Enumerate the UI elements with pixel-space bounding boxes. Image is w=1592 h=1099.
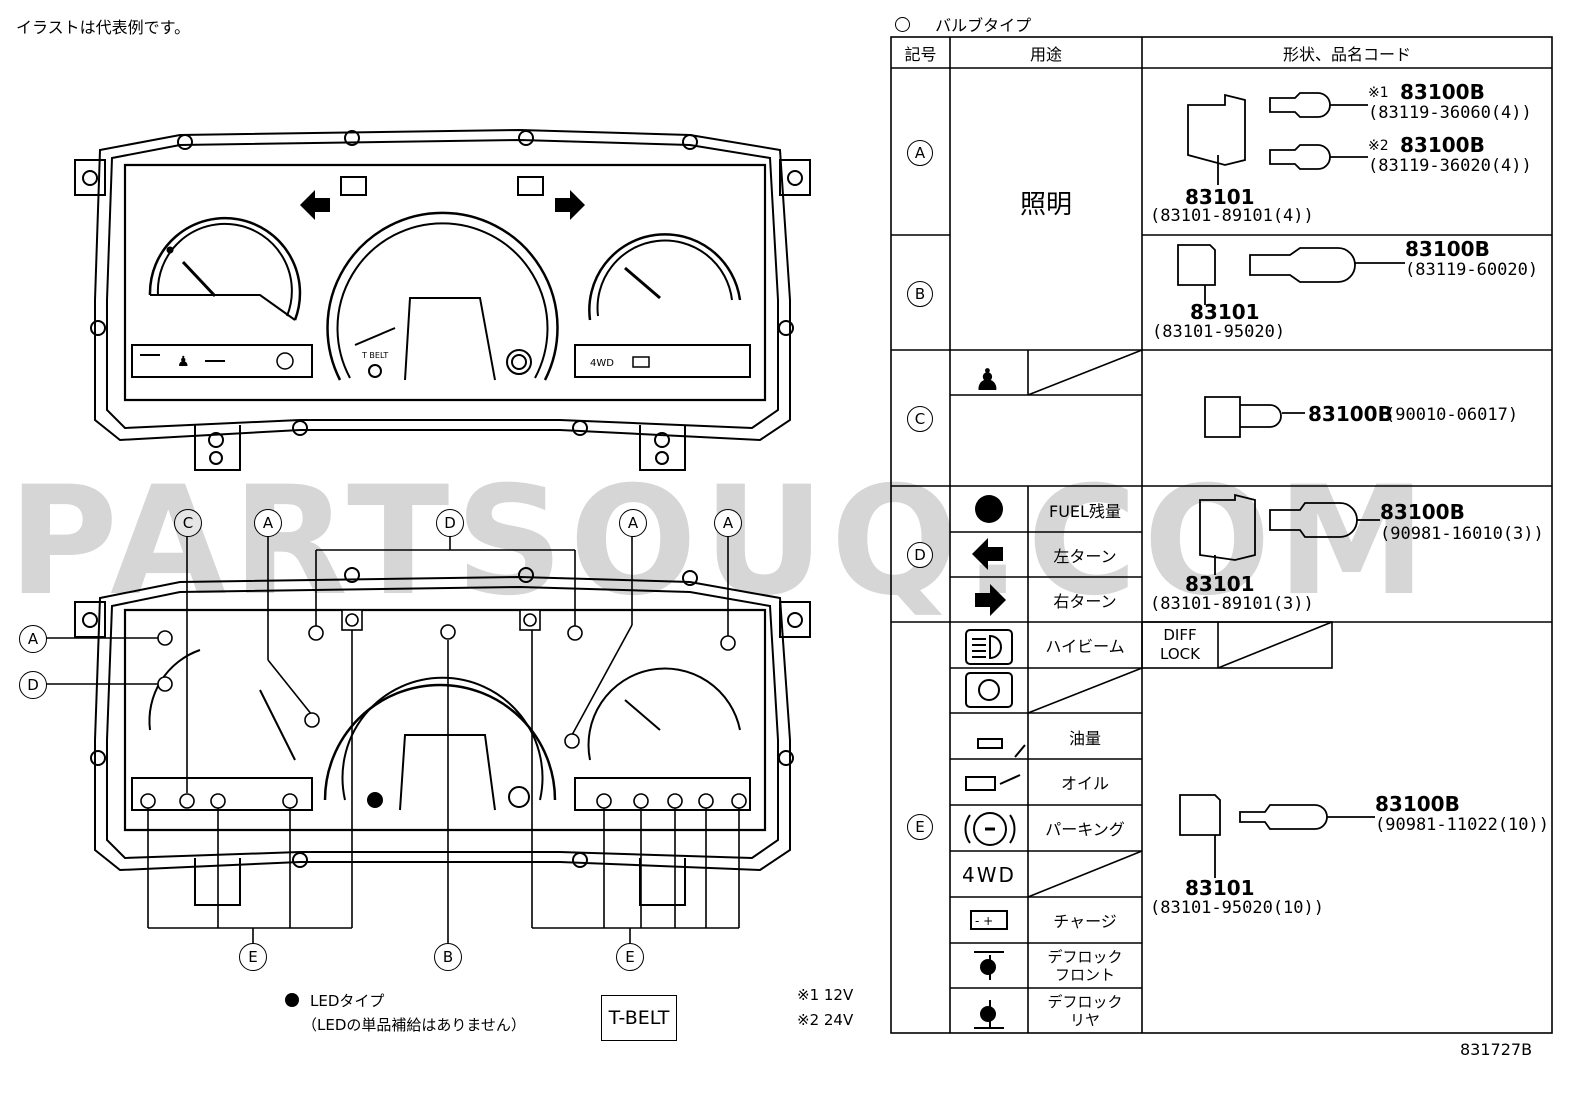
header-symbol: 記号: [904, 44, 937, 64]
symbol-a: A: [907, 140, 933, 166]
callout-d-left: D: [19, 671, 47, 699]
upper-cluster-frame: [94, 128, 791, 442]
header-usage: 用途: [1029, 44, 1062, 64]
bulb-83100b-d: [1269, 502, 1358, 538]
socket-a-code: 83101: [1185, 185, 1255, 209]
callout-a-top-2: A: [619, 509, 647, 537]
table-title-row: バルブタイプ: [895, 12, 1031, 36]
callout-e-bottom-right: E: [616, 943, 644, 971]
tbelt-box: T-BELT: [601, 995, 677, 1041]
socket-83101-d: [1199, 493, 1256, 561]
parking-brake-icon: [973, 812, 1007, 846]
note-top: イラストは代表例です。: [16, 18, 191, 37]
socket-e-code: 83101: [1185, 876, 1255, 900]
usage-diff-lock-front: デフロック フロント: [1047, 947, 1123, 984]
usage-oil: オイル: [1060, 774, 1109, 793]
cluster-diagram: T BELT 4WD ♟: [46, 128, 811, 1007]
socket-83100b-c: [1204, 396, 1241, 438]
mount-tab-left: [74, 159, 106, 196]
usage-oil-level: 油量: [1068, 729, 1101, 748]
usage-parking: パーキング: [1045, 820, 1125, 839]
note-24v: ※2 24V: [797, 1011, 854, 1029]
left-turn-icon: [972, 538, 1003, 570]
part-a1-mark: ※1: [1368, 85, 1389, 101]
usage-high-beam: ハイビーム: [1045, 637, 1125, 656]
usage-left-turn: 左ターン: [1053, 547, 1117, 566]
seat-belt-icon: ♟: [974, 363, 1001, 398]
socket-b-code: 83101: [1190, 300, 1260, 324]
socket-83101-e: [1179, 794, 1221, 836]
socket-83101-b: [1177, 244, 1216, 286]
callout-a-top-1: A: [254, 509, 282, 537]
charge-icon: [970, 910, 1008, 930]
oil-pressure-icon: [965, 776, 996, 791]
bulb-c-code: 83100B: [1308, 402, 1393, 426]
seat-belt-warning-icon: [965, 672, 1013, 708]
diff-lock-label: DIFF LOCK: [1160, 626, 1200, 663]
tbelt-small: T BELT: [361, 351, 388, 360]
part-a2-sub: (83119-36020(4)): [1368, 156, 1532, 176]
table-title: バルブタイプ: [935, 16, 1032, 35]
callout-d-top: D: [436, 509, 464, 537]
callout-a-top-3: A: [714, 509, 742, 537]
figure-id: 831727B: [1460, 1040, 1533, 1059]
callout-e-bottom-left: E: [239, 943, 267, 971]
bulb-e-code: 83100B: [1375, 792, 1460, 816]
fuel-dot-icon: [975, 495, 1003, 523]
symbol-c: C: [907, 406, 933, 432]
high-beam-icon: [965, 629, 1013, 665]
part-a2-code: 83100B: [1400, 133, 1485, 157]
socket-b-sub: (83101-95020): [1152, 322, 1286, 342]
usage-fuel: FUEL残量: [1049, 502, 1121, 521]
bulb-d-code: 83100B: [1380, 500, 1465, 524]
socket-e-sub: (83101-95020(10)): [1150, 898, 1324, 918]
header-shape: 形状、品名コード: [1282, 44, 1411, 64]
note-12v: ※1 12V: [797, 986, 854, 1004]
lower-cluster-frame: [94, 575, 791, 872]
part-a1-code: 83100B: [1400, 80, 1485, 104]
table-title-marker: [895, 16, 910, 32]
bulb-83100b-a1: [1269, 92, 1331, 118]
bulb-e-sub: (90981-11022(10)): [1375, 815, 1549, 835]
oil-level-icon: [977, 738, 1003, 749]
led-label: LEDタイプ: [310, 992, 385, 1010]
watermark: PARTSOUQ.COM: [8, 455, 1433, 629]
fourwd-small: 4WD: [590, 358, 614, 369]
part-a1-sub: (83119-36060(4)): [1368, 103, 1532, 123]
bulb-83100b-a2: [1269, 144, 1331, 170]
bulb-c-sub: (90010-06017): [1385, 405, 1519, 425]
usage-right-turn: 右ターン: [1053, 592, 1117, 611]
bulb-b-code: 83100B: [1405, 237, 1490, 261]
socket-a-sub: (83101-89101(4)): [1150, 206, 1314, 226]
bulb-d-sub: (90981-16010(3)): [1380, 524, 1544, 544]
bulb-83100b-b: [1249, 247, 1356, 283]
callout-b-bottom: B: [434, 943, 462, 971]
bulb-b-sub: (83119-60020): [1405, 260, 1539, 280]
right-turn-icon: [975, 584, 1006, 616]
socket-d-sub: (83101-89101(3)): [1150, 594, 1314, 614]
part-a2-mark: ※2: [1368, 138, 1389, 154]
symbol-e: E: [907, 814, 933, 840]
svg-text:- +: - +: [975, 914, 993, 928]
symbol-d: D: [907, 542, 933, 568]
led-note: （LEDの単品補給はありません）: [302, 1016, 526, 1034]
led-dot-cluster: [367, 792, 383, 808]
socket-d-code: 83101: [1185, 572, 1255, 596]
socket-83101-a: [1187, 93, 1246, 166]
callout-c-top: C: [174, 509, 202, 537]
usage-4wd-icon: 4WD: [962, 863, 1016, 887]
svg-text:♟: ♟: [177, 354, 190, 370]
callout-a-left: A: [19, 625, 47, 653]
mount-tab-right: [779, 159, 811, 196]
bulb-83100b-e: [1239, 804, 1328, 830]
usage-illumination: 照明: [1019, 189, 1072, 220]
symbol-b: B: [907, 281, 933, 307]
usage-diff-lock-rear: デフロック リヤ: [1047, 992, 1123, 1029]
usage-charge: チャージ: [1053, 912, 1117, 931]
led-dot-legend: [285, 993, 299, 1007]
tbelt-box-label: T-BELT: [608, 1007, 670, 1029]
